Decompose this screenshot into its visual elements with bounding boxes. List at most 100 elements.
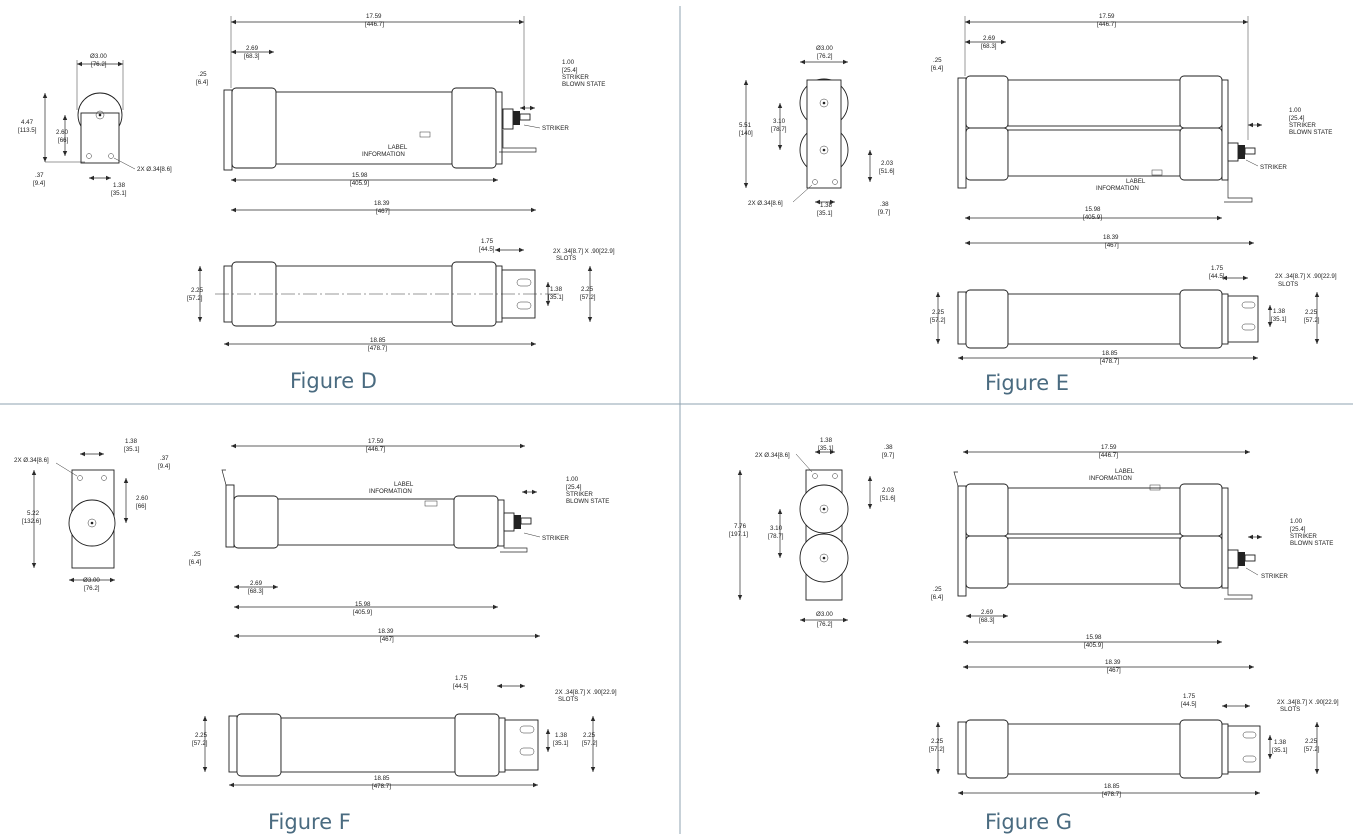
end-mm-label: [68.3] (981, 43, 997, 50)
overall-label: 17.59 (1099, 13, 1115, 20)
striker-state-label: STRIKER (562, 74, 589, 81)
figure-f: 2X Ø.34[8.6] 1.38 [35.1] .37 [9.4] 2.60 … (14, 438, 617, 834)
diam-mm-label: [76.2] (817, 621, 833, 628)
figure-d: Ø3.00 [76.2] 4.47 [113.5] 2.60 [66] .37 … (18, 13, 615, 393)
h1-label: 5.22 (27, 510, 40, 517)
h2-label: 2.60 (56, 129, 69, 136)
h2-label: 3.10 (770, 525, 783, 532)
h1-label: 4.47 (21, 119, 34, 126)
end-view: Ø3.00 [76.2] 5.51 [140] 3.10 [78.7] 2.03… (739, 45, 895, 217)
holes-label: 2X Ø.34[8.6] (14, 457, 49, 464)
sp-mm-label: [35.1] (1271, 316, 1287, 323)
end-mm-label: [68.3] (979, 617, 995, 624)
striker-state-label: STRIKER (1289, 122, 1316, 129)
flange-mm-label: [6.4] (931, 65, 943, 72)
end-mm-label: [68.3] (248, 588, 264, 595)
len-label: 18.85 (370, 337, 386, 344)
h3-mm-label: [9.4] (158, 463, 170, 470)
dia2-mm-label: [57.2] (187, 295, 203, 302)
h4-label: .38 (884, 444, 893, 451)
overall-mm-label: [446.7] (1099, 452, 1118, 459)
w-mm-label: [35.1] (818, 445, 834, 452)
w-mm-label: [35.1] (124, 446, 140, 453)
holes-label: 2X Ø.34[8.6] (755, 452, 790, 459)
dia2-label: 2.25 (931, 738, 944, 745)
w-mm-label: [35.1] (111, 190, 127, 197)
h2-mm-label: [66] (136, 503, 147, 510)
total-label: 18.39 (374, 200, 390, 207)
total-label: 18.39 (1103, 234, 1119, 241)
len-label: 18.85 (1104, 783, 1120, 790)
figure-e: Ø3.00 [76.2] 5.51 [140] 3.10 [78.7] 2.03… (739, 13, 1337, 395)
striker-mm-label: [25.4] (1290, 526, 1306, 533)
body-label: 15.98 (1086, 634, 1102, 641)
len-label: 18.85 (374, 775, 390, 782)
striker-mm-label: [25.4] (566, 484, 582, 491)
diam-mm-label: [76.2] (817, 53, 833, 60)
h3-label: .37 (160, 455, 169, 462)
len-mm-label: [478.7] (372, 783, 391, 790)
slots-l2-label: SLOTS (558, 696, 578, 703)
h2-mm-label: [78.7] (771, 126, 787, 133)
striker-blown-label: BLOWN STATE (1290, 540, 1333, 547)
dia3-mm-label: [57.2] (582, 740, 598, 747)
striker-blown-label: BLOWN STATE (562, 81, 605, 88)
striker-state-label: STRIKER (566, 491, 593, 498)
striker-callout: STRIKER (542, 535, 569, 542)
overall-mm-label: [446.7] (366, 446, 385, 453)
body-label: 15.98 (355, 601, 371, 608)
label-info-l1: LABEL (1126, 178, 1146, 185)
tab-label: 1.75 (455, 675, 468, 682)
total-mm-label: [467] (1105, 242, 1119, 249)
total-mm-label: [467] (376, 208, 390, 215)
label-info-l2: INFORMATION (1089, 475, 1132, 482)
h1-label: 5.51 (739, 122, 752, 129)
h1-mm-label: [197.1] (729, 531, 748, 538)
slots-label: 2X .34[8.7] X .90[22.9] (1277, 699, 1339, 706)
overall-label: 17.59 (368, 438, 384, 445)
tab-mm-label: [44.5] (1209, 273, 1225, 280)
diam-label: Ø3.00 (816, 611, 833, 618)
dia3-label: 2.25 (581, 286, 594, 293)
end-view: 2X Ø.34[8.6] 1.38 [35.1] .38 [9.7] 2.03 … (729, 437, 896, 628)
end-label: 2.69 (983, 35, 996, 42)
w-label: 1.38 (125, 438, 138, 445)
len-mm-label: [478.7] (1102, 791, 1121, 798)
tab-mm-label: [44.5] (479, 246, 495, 253)
body-label: 15.98 (1085, 206, 1101, 213)
slots-label: 2X .34[8.7] X .90[22.9] (1275, 273, 1337, 280)
dia3-mm-label: [57.2] (1304, 317, 1320, 324)
dia2-mm-label: [57.2] (929, 746, 945, 753)
dia2-label: 2.25 (932, 309, 945, 316)
flange-label: .25 (198, 71, 207, 78)
diam-label: Ø3.00 (816, 45, 833, 52)
end-label: 2.69 (246, 45, 259, 52)
label-info-l1: LABEL (394, 481, 414, 488)
label-info-l1: LABEL (1115, 468, 1135, 475)
striker-state-label: STRIKER (1290, 533, 1317, 540)
total-mm-label: [467] (380, 636, 394, 643)
h1-mm-label: [140] (739, 130, 753, 137)
diam-label: Ø3.00 (83, 577, 100, 584)
label-info-l2: INFORMATION (362, 151, 405, 158)
holes-label: 2X Ø.34[8.6] (748, 200, 783, 207)
sp-mm-label: [35.1] (548, 294, 564, 301)
label-info-l2: INFORMATION (369, 488, 412, 495)
dia2-mm-label: [57.2] (192, 740, 208, 747)
h3-mm-label: [51.6] (879, 168, 895, 175)
h3-label: 2.03 (882, 487, 895, 494)
striker-label: 1.00 (562, 59, 575, 66)
h4-mm-label: [9.7] (878, 209, 890, 216)
dia2-mm-label: [57.2] (930, 317, 946, 324)
diam-mm-label: [76.2] (84, 585, 100, 592)
end-label: 2.69 (981, 609, 994, 616)
dia3-mm-label: [57.2] (1304, 746, 1320, 753)
h2-label: 2.60 (136, 495, 149, 502)
side-view: 17.59 [446.7] 2.69 [68.3] .25 [6.4] 1.00… (931, 13, 1332, 249)
sp-label: 1.38 (555, 732, 568, 739)
h1-mm-label: [113.5] (18, 127, 37, 134)
side-view: 17.59 [446.7] 2.69 [68.3] .25 [6.4] 1.00… (196, 13, 605, 215)
striker-label: 1.00 (1289, 107, 1302, 114)
overall-mm-label: [446.7] (365, 21, 384, 28)
w-label: 1.38 (820, 202, 833, 209)
